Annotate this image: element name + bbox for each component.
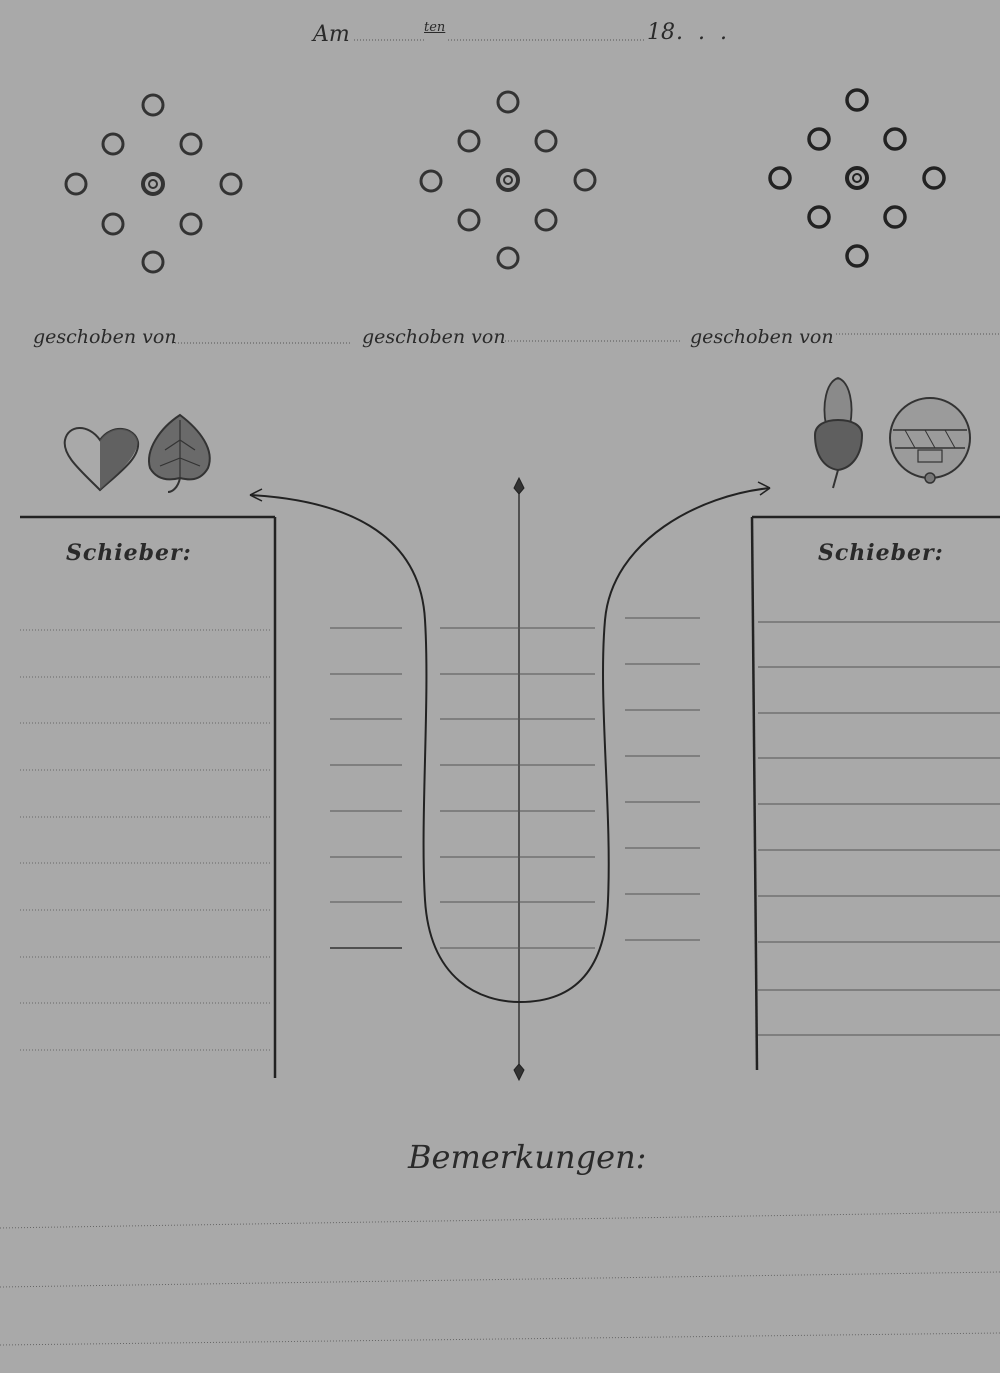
ring-pattern-3: [768, 88, 946, 268]
slider-label-left: Schieber:: [66, 540, 192, 566]
date-am-label: Am: [313, 22, 350, 47]
remarks-lines[interactable]: [0, 1211, 1000, 1346]
year-label: 18: [647, 20, 675, 45]
slider-lines-left[interactable]: [20, 629, 270, 1051]
ring-pattern-1: [64, 93, 243, 274]
remarks-heading: Bemerkungen:: [408, 1138, 647, 1176]
ring-pattern-2: [419, 90, 597, 270]
center-tally-lines[interactable]: [330, 617, 700, 949]
year-dots: . . .: [676, 20, 731, 45]
pushed-by-label-1: geschoben von: [33, 326, 177, 348]
acorn-icon: [813, 377, 864, 489]
pushed-by-label-3: geschoben von: [690, 326, 834, 348]
leaf-icon: [148, 413, 211, 493]
bell-icon: [889, 397, 971, 484]
heart-icon: [63, 427, 140, 492]
date-ten-label: ten: [424, 20, 446, 35]
slider-label-right: Schieber:: [818, 540, 944, 566]
slider-panel-right: [750, 515, 1000, 1071]
pushed-by-label-2: geschoben von: [362, 326, 506, 348]
slider-lines-right[interactable]: [758, 621, 1000, 1036]
center-score-track: [249, 476, 771, 1082]
slider-panel-left: [20, 515, 277, 1078]
